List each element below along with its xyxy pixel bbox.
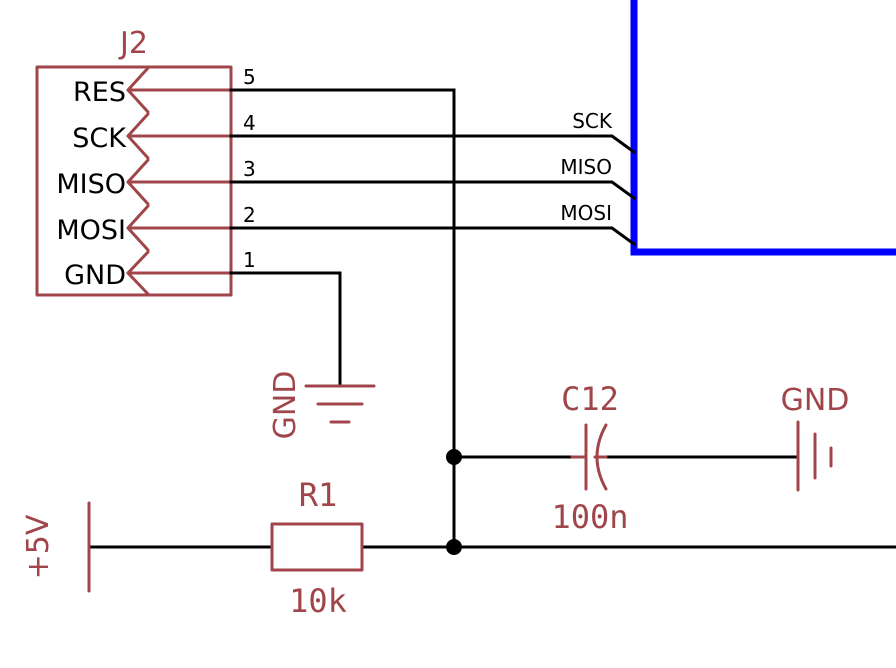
pin-number: 3 bbox=[243, 157, 256, 181]
ground-label: GND bbox=[268, 371, 303, 440]
pin-number: 2 bbox=[243, 203, 256, 227]
resistor-value: 10k bbox=[289, 582, 347, 620]
resistor-body bbox=[270, 522, 364, 572]
pin-number: 4 bbox=[243, 111, 256, 135]
wire-res bbox=[229, 88, 456, 549]
connector-pin-gnd: GND 1 bbox=[64, 248, 256, 296]
ic-outline bbox=[630, 0, 896, 256]
pin-number: 5 bbox=[243, 65, 256, 89]
ground-symbol-connector: GND bbox=[268, 371, 376, 440]
connector-j2: J2 RES 5 SCK 4 MISO 3 MOSI 2 G bbox=[35, 26, 256, 297]
connector-pin-sck: SCK 4 bbox=[72, 111, 256, 160]
connector-ref: J2 bbox=[118, 26, 148, 61]
supply-symbol: +5V bbox=[21, 501, 91, 593]
wire-gnd bbox=[229, 271, 342, 388]
junction-dot bbox=[446, 449, 462, 465]
resistor-ref: R1 bbox=[299, 476, 338, 514]
connector-pin-mosi: MOSI 2 bbox=[56, 203, 256, 252]
pin-label: SCK bbox=[72, 123, 127, 154]
ground-symbol-capacitor: GND bbox=[781, 383, 850, 492]
pin-label: GND bbox=[64, 260, 126, 291]
pin-label: MISO bbox=[56, 169, 126, 200]
wire-sck bbox=[229, 134, 637, 155]
pin-label: RES bbox=[73, 77, 126, 108]
ground-label: GND bbox=[781, 383, 850, 418]
capacitor-c12: C12 100n bbox=[551, 380, 628, 536]
capacitor-ref: C12 bbox=[561, 380, 619, 418]
net-label-sck: SCK bbox=[572, 109, 613, 133]
connector-pin-res: RES 5 bbox=[73, 65, 256, 114]
pin-number: 1 bbox=[243, 248, 256, 272]
junction-dot bbox=[446, 539, 462, 555]
connector-pin-miso: MISO 3 bbox=[56, 157, 256, 206]
supply-label: +5V bbox=[21, 514, 56, 579]
wire-mosi bbox=[229, 226, 637, 247]
resistor-r1: R1 10k bbox=[270, 476, 364, 620]
net-label-miso: MISO bbox=[560, 155, 612, 179]
wires bbox=[87, 88, 896, 549]
net-label-mosi: MOSI bbox=[560, 201, 612, 225]
pin-label: MOSI bbox=[56, 215, 126, 246]
wire-miso bbox=[229, 180, 637, 201]
capacitor-value: 100n bbox=[551, 498, 628, 536]
